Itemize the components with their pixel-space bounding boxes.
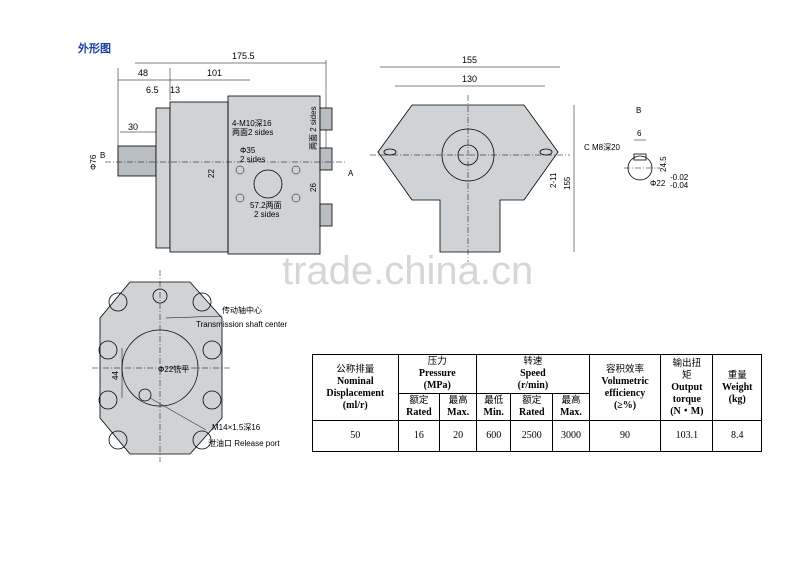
dim-48: 48 — [138, 68, 148, 78]
bore-label: Φ35 — [240, 146, 256, 155]
dim-26: 26 — [309, 183, 318, 192]
cell-torque: 103.1 — [660, 420, 714, 452]
dim-155-vertical: 155 — [563, 176, 572, 190]
dim-44: 44 — [111, 371, 120, 380]
axis-label-zh: 传动轴中心 — [222, 305, 262, 315]
cell-efficiency: 90 — [588, 420, 662, 452]
axis-label-en: Transmission shaft center — [196, 320, 288, 329]
view-a-label: A — [348, 169, 354, 178]
end-view: 44 传动轴中心 Transmission shaft center Φ22铣平… — [92, 270, 288, 462]
table-header-row: 公称排量 Nominal Displacement (ml/r) 压力 Pres… — [312, 354, 762, 421]
detail-b-label: B — [636, 106, 641, 115]
thread-label: 4-M10深16 — [232, 119, 272, 128]
dim-6: 6 — [637, 129, 642, 138]
cell-pressure-max: 20 — [439, 420, 477, 452]
header-displacement: 公称排量 Nominal Displacement (ml/r) — [312, 354, 399, 421]
dim-2-11: 2-11 — [549, 172, 558, 188]
drawing-title: 外形图 — [77, 41, 111, 55]
dim-101: 101 — [207, 68, 222, 78]
bore-label-2: 2 sides — [240, 155, 265, 164]
release-label: 泄油口 Release port — [208, 438, 280, 448]
header-efficiency: 容积效率 Volumetric efficiency (≥%) — [588, 354, 662, 421]
spec-table: 公称排量 Nominal Displacement (ml/r) 压力 Pres… — [312, 354, 762, 452]
header-speed: 转速 Speed (r/min) — [475, 354, 590, 394]
dim-155: 155 — [462, 55, 477, 65]
keyway-label: C M8深20 — [584, 143, 621, 152]
dim-22: 22 — [207, 169, 216, 178]
port-label: M14×1.5深16 — [212, 423, 261, 432]
flat-label: Φ22铣平 — [158, 364, 189, 374]
side-view: 175.5 48 101 6.5 13 30 — [89, 51, 354, 255]
width-label: 57.2两面 — [250, 201, 282, 210]
dim-22-dia: Φ22 — [650, 179, 666, 188]
view-b-label: B — [100, 151, 105, 160]
cell-displacement: 50 — [312, 420, 399, 452]
cell-pressure-rated: 16 — [397, 420, 441, 452]
table-row: 50 16 20 600 2500 3000 90 103.1 8.4 — [312, 420, 762, 452]
dim-30: 30 — [128, 122, 138, 132]
width-label-2: 2 sides — [254, 210, 279, 219]
dim-24-5: 24.5 — [659, 156, 668, 172]
front-view: 155 130 155 2-11 — [370, 55, 575, 262]
dim-130: 130 — [462, 74, 477, 84]
thread-label-2: 两面2 sides — [232, 128, 273, 137]
dim-overall-length: 175.5 — [232, 51, 255, 61]
shaft-detail: B 6 C M8深20 24.5 Φ22 -0.02 -0.04 — [584, 106, 689, 190]
sides-label: 两面 2 sides — [309, 106, 318, 150]
tol-lower: -0.04 — [670, 181, 689, 190]
watermark: trade.china.cn — [282, 249, 533, 293]
header-torque: 输出扭 矩 Output torque (N・M) — [660, 354, 714, 421]
dim-13: 13 — [170, 85, 180, 95]
cell-speed-min: 600 — [475, 420, 512, 452]
cell-speed-max: 3000 — [552, 420, 590, 452]
shaft-dia: Φ76 — [89, 154, 98, 170]
dim-6-5: 6.5 — [146, 85, 159, 95]
tol-upper: -0.02 — [670, 173, 689, 182]
header-weight: 重量 Weight (kg) — [712, 354, 762, 421]
header-pressure: 压力 Pressure (MPa) — [397, 354, 477, 394]
cell-weight: 8.4 — [712, 420, 762, 452]
cell-speed-rated: 2500 — [510, 420, 554, 452]
